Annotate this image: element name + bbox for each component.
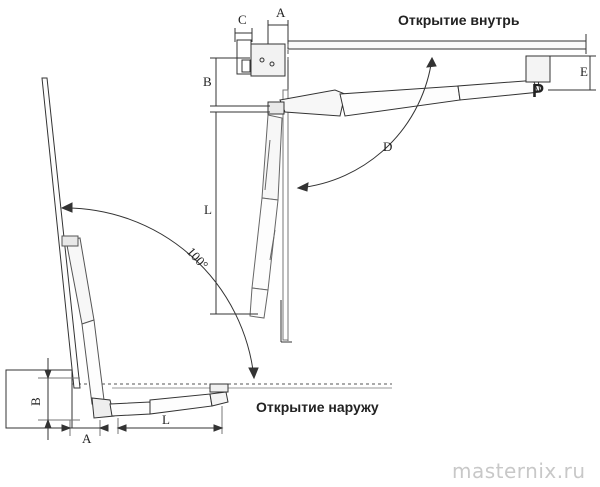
label-open-outward: Открытие наружу	[256, 399, 379, 415]
label-point-p: P	[532, 81, 544, 101]
gate-bracket-bottom	[209, 383, 229, 393]
label-dim-d: D	[383, 139, 392, 154]
inward-opening-view	[210, 20, 596, 344]
outward-opening-view	[5, 77, 392, 440]
watermark-text: masternix.ru	[452, 459, 586, 483]
label-dim-c: C	[238, 12, 247, 27]
actuator-horizontal	[109, 401, 151, 417]
post-bracket	[250, 43, 286, 77]
gate-bracket	[525, 55, 551, 83]
rear-pivot	[267, 101, 285, 115]
label-dim-a-top: A	[276, 5, 286, 20]
arc-arrowhead	[296, 182, 309, 192]
pillar-block	[5, 369, 73, 429]
post-bracket-left	[236, 39, 252, 75]
arc-arrowhead	[60, 202, 73, 213]
arc-arrowhead	[426, 56, 437, 68]
arc-arrowhead	[248, 367, 259, 380]
gate-leaf-open	[282, 89, 289, 341]
label-dim-l-top: L	[204, 202, 212, 217]
front-pivot	[61, 235, 79, 247]
bracket-bolt	[259, 57, 265, 63]
actuator-closed	[267, 55, 551, 117]
bracket-plate	[241, 59, 251, 73]
label-angle: 100°	[184, 244, 212, 272]
label-dim-b-bottom: B	[28, 397, 43, 406]
label-dim-b-top: B	[203, 74, 212, 89]
label-dim-a-bottom: A	[82, 431, 92, 446]
bracket-bolt	[269, 61, 275, 67]
label-open-inward: Открытие внутрь	[398, 12, 520, 28]
actuator-open	[249, 114, 283, 319]
gate-leaf-tilted	[41, 77, 81, 389]
label-dim-e: E	[580, 64, 588, 79]
gate-leaf-closed	[287, 40, 587, 50]
label-dim-l-bottom: L	[162, 412, 170, 427]
swing-arc-d	[297, 57, 433, 189]
swing-arc-100	[61, 207, 255, 379]
